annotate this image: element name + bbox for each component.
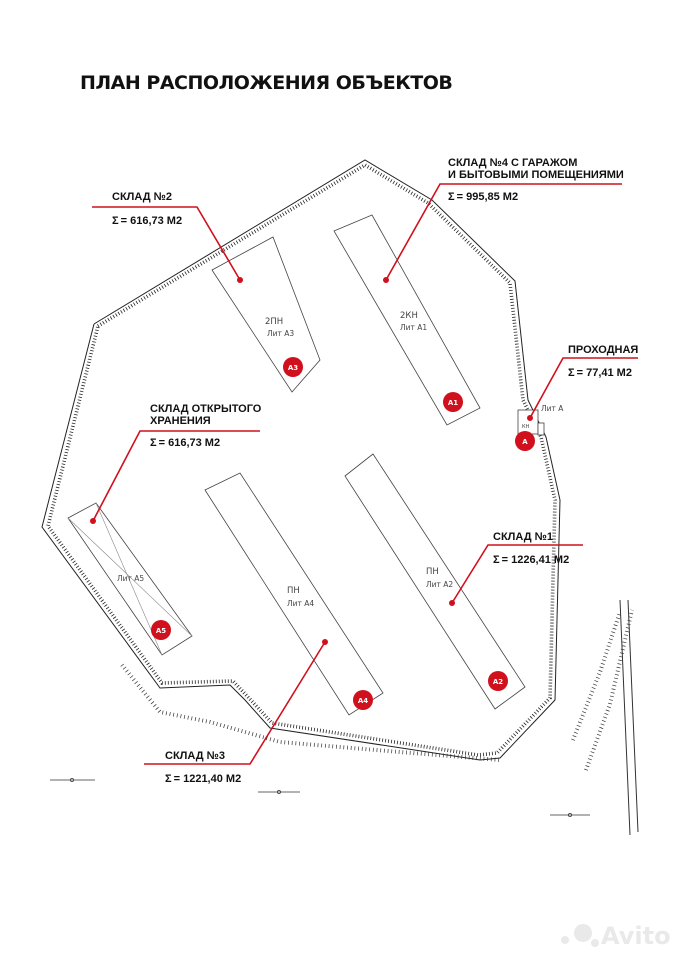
building-a4: ПН Лит А4 <box>204 472 384 716</box>
badge-a: А <box>515 431 535 451</box>
callout-sklad-1: СКЛАД №1 Σ= 1226,41 М2 <box>449 531 583 606</box>
callout-sklad-2: СКЛАД №2 Σ= 616,73 М2 <box>92 191 243 283</box>
svg-text:Σ= 1221,40 М2: Σ= 1221,40 М2 <box>165 773 241 785</box>
building-a3-code: 2ПН <box>265 317 283 327</box>
callout-sklad-1-area: = 1226,41 М2 <box>502 554 570 566</box>
badge-a3: А3 <box>283 357 303 377</box>
callout-otkrytoe: СКЛАД ОТКРЫТОГО ХРАНЕНИЯ Σ= 616,73 М2 <box>90 403 262 524</box>
svg-text:Σ= 616,73 М2: Σ= 616,73 М2 <box>150 437 220 449</box>
svg-text:А4: А4 <box>358 697 368 705</box>
callout-sklad-4: СКЛАД №4 С ГАРАЖОМ И БЫТОВЫМИ ПОМЕЩЕНИЯМ… <box>383 157 624 283</box>
callout-otkrytoe-name-2: ХРАНЕНИЯ <box>150 415 211 427</box>
callout-prohodnaya-name: ПРОХОДНАЯ <box>568 344 638 356</box>
survey-marks <box>50 778 590 817</box>
callout-otkrytoe-area: = 616,73 М2 <box>159 437 220 449</box>
building-a3: 2ПН Лит А3 <box>211 236 321 393</box>
callout-prohodnaya: ПРОХОДНАЯ Σ= 77,41 М2 <box>527 344 638 421</box>
callout-sklad-2-area: = 616,73 М2 <box>121 215 182 227</box>
svg-text:Σ= 77,41 М2: Σ= 77,41 М2 <box>568 367 632 379</box>
svg-text:А5: А5 <box>156 627 166 635</box>
building-a1: 2КН Лит А1 <box>333 214 481 426</box>
badge-a4: А4 <box>353 690 373 710</box>
building-a-code: КН <box>522 424 530 430</box>
callout-sklad-1-name: СКЛАД №1 <box>493 531 553 543</box>
building-a2-lit: Лит А2 <box>426 580 453 589</box>
callout-sklad-2-name: СКЛАД №2 <box>112 191 172 203</box>
svg-text:А2: А2 <box>493 678 503 686</box>
building-a: Лит А КН <box>517 404 564 436</box>
building-a5: Лит А5 <box>67 502 193 656</box>
building-a2-code: ПН <box>426 567 439 577</box>
badge-a2: А2 <box>488 671 508 691</box>
callout-sklad-4-name-1: СКЛАД №4 С ГАРАЖОМ <box>448 157 577 169</box>
svg-text:А3: А3 <box>288 364 298 372</box>
sigma-icon: Σ <box>112 215 119 227</box>
callout-sklad-3-area: = 1221,40 М2 <box>174 773 242 785</box>
building-a2: ПН Лит А2 <box>344 453 526 710</box>
svg-text:Σ= 995,85 М2: Σ= 995,85 М2 <box>448 191 518 203</box>
svg-text:А1: А1 <box>448 399 458 407</box>
callout-sklad-4-area: = 995,85 М2 <box>457 191 518 203</box>
svg-text:Σ= 616,73 М2: Σ= 616,73 М2 <box>112 215 182 227</box>
page-title: ПЛАН РАСПОЛОЖЕНИЯ ОБЪЕКТОВ <box>80 72 452 94</box>
callout-sklad-4-name-2: И БЫТОВЫМИ ПОМЕЩЕНИЯМИ <box>448 169 624 181</box>
svg-text:Avito: Avito <box>601 922 671 950</box>
building-a5-lit: Лит А5 <box>117 574 144 583</box>
building-a1-lit: Лит А1 <box>400 323 427 332</box>
terrain-hatching <box>120 599 639 836</box>
callout-otkrytoe-name-1: СКЛАД ОТКРЫТОГО <box>150 403 262 415</box>
building-a4-code: ПН <box>287 586 300 596</box>
callout-sklad-3: СКЛАД №3 Σ= 1221,40 М2 <box>144 639 328 785</box>
badge-a1: А1 <box>443 392 463 412</box>
svg-text:Σ= 1226,41 М2: Σ= 1226,41 М2 <box>493 554 569 566</box>
perimeter-fence <box>41 159 561 761</box>
callout-sklad-3-name: СКЛАД №3 <box>165 750 225 762</box>
callout-prohodnaya-area: = 77,41 М2 <box>577 367 632 379</box>
avito-watermark: Avito <box>561 922 671 950</box>
svg-text:А: А <box>522 438 528 446</box>
building-a4-lit: Лит А4 <box>287 599 314 608</box>
building-a-lit: Лит А <box>541 404 564 413</box>
badge-a5: А5 <box>151 620 171 640</box>
building-a1-code: 2КН <box>400 311 418 321</box>
building-a3-lit: Лит А3 <box>267 329 294 338</box>
